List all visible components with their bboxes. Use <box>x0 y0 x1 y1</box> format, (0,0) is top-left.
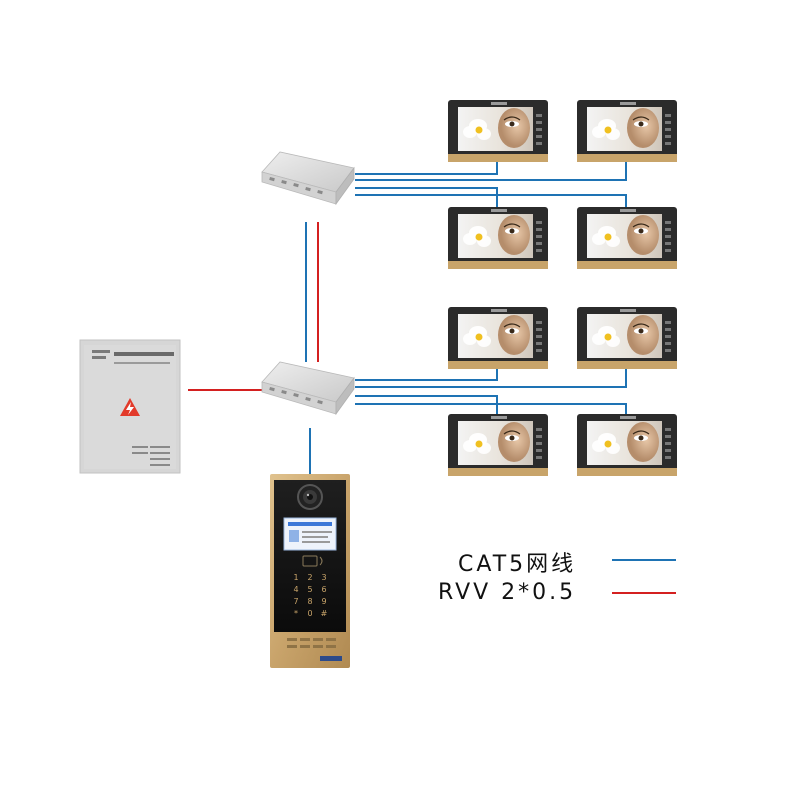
monitor-1 <box>447 99 549 163</box>
speaker-grille <box>287 638 336 648</box>
network-switch-bottom <box>261 361 355 415</box>
keypad-key: * <box>294 609 298 618</box>
keypad-key: 6 <box>321 585 326 594</box>
monitor-8 <box>576 413 678 477</box>
camera-lens-icon <box>297 484 323 510</box>
cat5-wire-bottom-4 <box>355 403 627 414</box>
legend-cat5-label: CAT5网线 <box>458 552 577 577</box>
lightning-warning-icon <box>120 398 140 416</box>
cat5-wire-top-3 <box>355 187 498 207</box>
rvv-wires <box>188 222 676 594</box>
keypad-key: 5 <box>307 585 312 594</box>
monitor-5 <box>447 306 549 370</box>
network-switch-top <box>261 151 355 205</box>
keypad-key: 9 <box>321 597 326 606</box>
cat5-wire-bottom-3 <box>355 395 498 414</box>
keypad-key: 4 <box>293 585 298 594</box>
legend-rvv-label: RVV 2*0.5 <box>438 580 577 605</box>
brand-logo <box>320 656 342 661</box>
keypad-key: 0 <box>307 609 312 618</box>
cat5-wire-bottom-2 <box>355 368 627 388</box>
cat5-wire-bottom-1 <box>355 368 498 381</box>
keypad-key: # <box>321 609 328 618</box>
cat5-wire-top-2 <box>355 160 627 181</box>
keypad-key: 1 <box>293 573 298 582</box>
keypad-key: 7 <box>293 597 298 606</box>
cat5-wire-top-4 <box>355 194 627 207</box>
card-reader-icon <box>302 555 323 567</box>
monitor-3 <box>447 206 549 270</box>
keypad-key: 8 <box>307 597 312 606</box>
monitor-7 <box>447 413 549 477</box>
monitor-2 <box>576 99 678 163</box>
monitor-4 <box>576 206 678 270</box>
cat5-wires <box>305 160 676 561</box>
keypad-key: 3 <box>321 573 326 582</box>
monitor-6 <box>576 306 678 370</box>
keypad-key: 2 <box>307 573 312 582</box>
power-supply-box <box>79 339 181 474</box>
cat5-wire-top-1 <box>355 160 498 175</box>
